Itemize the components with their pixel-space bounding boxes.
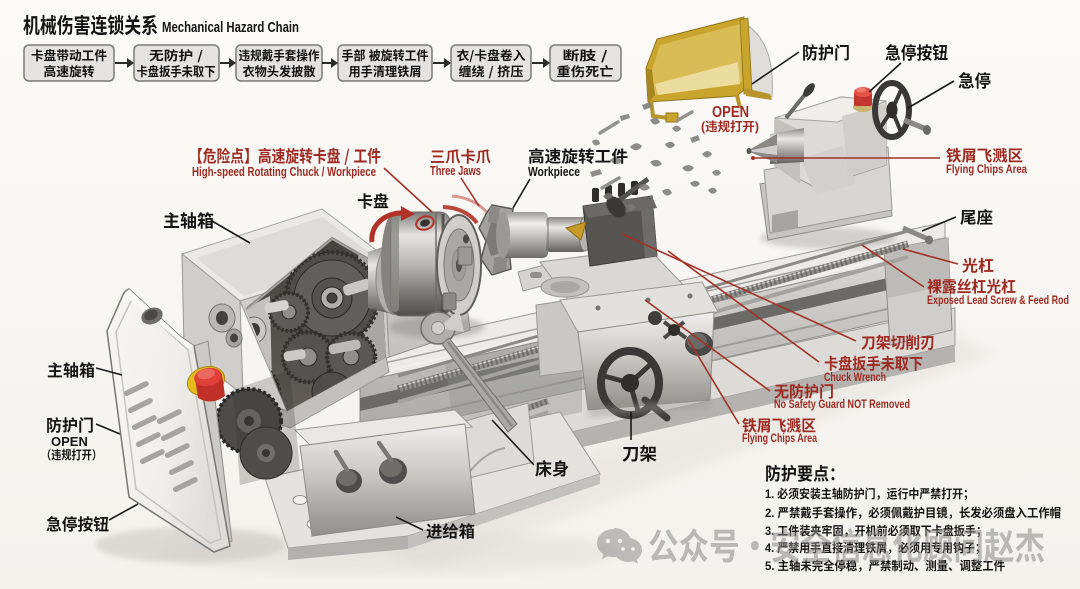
svg-text:刀架: 刀架 [622,440,657,465]
svg-text:1. 必须安装主轴防护门，运行中严禁打开；: 1. 必须安装主轴防护门，运行中严禁打开； [765,485,974,502]
svg-text:卡盘带动工件: 卡盘带动工件 [31,45,107,64]
svg-text:无防护门: 无防护门 [774,380,834,402]
svg-text:No Safety Guard NOT Removed: No Safety Guard NOT Removed [774,399,910,411]
svg-text:重伤死亡: 重伤死亡 [557,61,614,80]
svg-text:(违规打开): (违规打开) [701,116,759,135]
svg-text:用手清理铁屑: 用手清理铁屑 [349,61,422,80]
svg-text:断肢 /: 断肢 / [563,45,608,64]
svg-text:3. 工件装夹牢固，开机前必须取下卡盘扳手；: 3. 工件装夹牢固，开机前必须取下卡盘扳手； [765,522,987,539]
svg-text:床身: 床身 [535,455,569,480]
svg-text:Mechanical Hazard Chain: Mechanical Hazard Chain [162,19,299,36]
svg-text:铁屑飞溅区: 铁屑飞溅区 [946,144,1023,166]
svg-text:防护门: 防护门 [802,39,850,64]
svg-text:机械伤害连锁关系: 机械伤害连锁关系 [23,10,158,40]
svg-text:衣/卡盘卷入: 衣/卡盘卷入 [457,45,527,64]
svg-text:Chuck Wrench: Chuck Wrench [824,370,886,384]
svg-text:无防护 /: 无防护 / [149,45,203,64]
svg-text:衣物头发披散: 衣物头发披散 [243,61,316,80]
svg-text:高速旋转: 高速旋转 [44,61,95,80]
svg-text:Exposed Lead Screw & Feed Rod: Exposed Lead Screw & Feed Rod [927,295,1069,307]
svg-text:Flying Chips Area: Flying Chips Area [742,431,817,445]
svg-text:急停按钮: 急停按钮 [885,39,948,64]
svg-text:光杠: 光杠 [962,254,994,276]
svg-text:急停: 急停 [958,67,991,92]
svg-text:【危险点】高速旋转卡盘 / 工件: 【危险点】高速旋转卡盘 / 工件 [189,143,381,167]
svg-text:Three Jaws: Three Jaws [430,164,481,178]
svg-text:Flying Chips Area: Flying Chips Area [946,162,1027,176]
svg-text:2. 严禁戴手套操作，必须佩戴护目镜，长发必须盘入工作帽: 2. 严禁戴手套操作，必须佩戴护目镜，长发必须盘入工作帽 [765,504,1061,521]
svg-text:High-speed Rotating Chuck / Wo: High-speed Rotating Chuck / Workpiece [192,165,376,179]
svg-text:OPEN: OPEN [712,98,749,122]
svg-text:高速旋转工件: 高速旋转工件 [528,143,628,167]
svg-text:卡盘扳手未取下: 卡盘扳手未取下 [824,352,923,374]
svg-text:卡盘扳手未取下: 卡盘扳手未取下 [137,61,216,80]
svg-text:卡盘: 卡盘 [357,188,389,212]
svg-text:刀架切削刃: 刀架切削刃 [861,331,935,353]
svg-text:主轴箱: 主轴箱 [163,207,214,232]
svg-text:公众号·安全信息化顾问赵杰: 公众号·安全信息化顾问赵杰 [648,518,1045,570]
svg-text:急停按钮: 急停按钮 [46,511,109,535]
svg-text:三爪卡爪: 三爪卡爪 [430,145,491,167]
svg-text:裸露丝杠光杠: 裸露丝杠光杠 [927,275,1016,297]
svg-text:防护门: 防护门 [46,412,94,436]
svg-text:4. 严禁用手直接清理铁屑，必须用专用钩子；: 4. 严禁用手直接清理铁屑，必须用专用钩子； [765,539,986,556]
svg-text:铁屑飞溅区: 铁屑飞溅区 [742,414,816,436]
svg-text:主轴箱: 主轴箱 [47,357,95,381]
svg-text:手部 被旋转工件: 手部 被旋转工件 [342,45,429,64]
svg-text:Workpiece: Workpiece [528,165,580,179]
svg-text:进给箱: 进给箱 [426,518,475,542]
svg-text:5. 主轴未完全停稳，严禁制动、测量、调整工件: 5. 主轴未完全停稳，严禁制动、测量、调整工件 [765,557,1005,574]
svg-text:缠绕 / 挤压: 缠绕 / 挤压 [459,61,525,80]
svg-text:OPEN: OPEN [51,431,88,450]
svg-text:违规戴手套操作: 违规戴手套操作 [239,45,320,64]
svg-text:防护要点：: 防护要点： [765,461,845,486]
svg-text:（违规打开）: （违规打开） [41,446,102,463]
svg-text:尾座: 尾座 [960,204,993,228]
